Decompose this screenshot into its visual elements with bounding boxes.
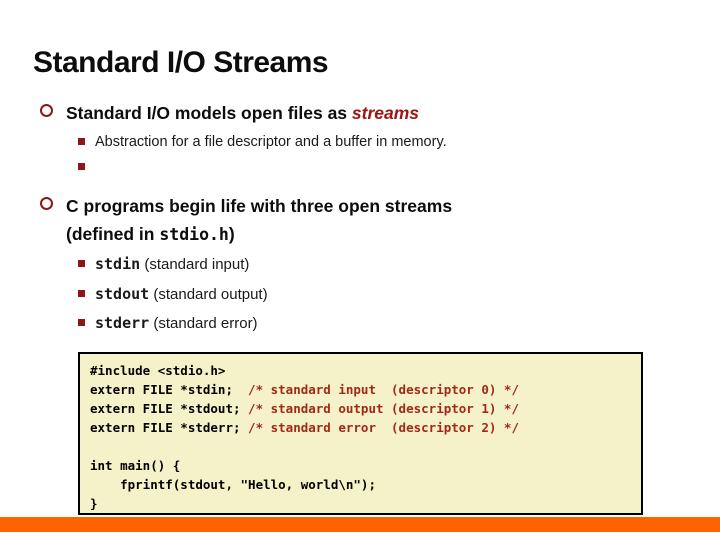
code-line: #include <stdio.h>: [90, 361, 636, 380]
stderr-desc: (standard error): [149, 315, 258, 332]
code-line: extern FILE *stdin; /* standard input (d…: [90, 380, 636, 399]
bullet2-line2-pre: (defined in: [66, 224, 160, 244]
square-bullet-icon: [78, 163, 85, 170]
subbullet-stdin: stdin (standard input): [78, 254, 678, 275]
bullet2-line2-post: ): [228, 224, 235, 244]
code-text: #include <stdio.h>: [90, 363, 226, 378]
bullet-text: Standard I/O models open files as stream…: [66, 99, 419, 127]
subbullet-text: stdout (standard output): [95, 284, 268, 305]
code-comment: /* standard output (descriptor 1) */: [248, 401, 519, 416]
code-line: int main() {: [90, 456, 636, 475]
subbullet-text: stderr (standard error): [95, 313, 258, 334]
code-comment: /* standard error (descriptor 2) */: [248, 420, 519, 435]
code-text: extern FILE *stdout;: [90, 401, 249, 416]
code-text: extern FILE *stderr;: [90, 420, 249, 435]
stdin-desc: (standard input): [140, 256, 250, 273]
code-comment: /* standard input (descriptor 0) */: [248, 382, 519, 397]
circle-bullet-icon: [40, 104, 53, 117]
code-text: }: [90, 496, 98, 511]
code-snippet-box: #include <stdio.h> extern FILE *stdin; /…: [78, 352, 643, 515]
subbullet-stdout: stdout (standard output): [78, 284, 678, 305]
bullet-text: C programs begin life with three open st…: [66, 192, 452, 249]
streams-emphasis: streams: [351, 103, 420, 123]
code-line: fprintf(stdout, "Hello, world\n");: [90, 475, 636, 494]
bullet-c-programs: C programs begin life with three open st…: [40, 192, 680, 249]
slide-title: Standard I/O Streams: [33, 46, 329, 79]
subbullet-stderr: stderr (standard error): [78, 313, 678, 334]
code-line: [90, 437, 636, 456]
bullet2-line1: C programs begin life with three open st…: [66, 196, 453, 216]
stderr-code: stderr: [95, 314, 150, 332]
square-bullet-icon: [78, 138, 85, 145]
subbullet-text: Abstraction for a file descriptor and a …: [95, 134, 447, 150]
subbullet-text: stdin (standard input): [95, 254, 249, 275]
subbullet-empty: [78, 157, 678, 170]
stdin-code: stdin: [95, 255, 141, 273]
stdout-desc: (standard output): [149, 286, 268, 303]
square-bullet-icon: [78, 319, 85, 326]
code-text: extern FILE *stdin;: [90, 382, 249, 397]
bottom-accent-bar: [0, 517, 720, 532]
code-text: int main() {: [90, 458, 181, 473]
code-line: extern FILE *stderr; /* standard error (…: [90, 418, 636, 437]
square-bullet-icon: [78, 260, 85, 267]
bullet-standard-io-models: Standard I/O models open files as stream…: [40, 99, 680, 127]
stdout-code: stdout: [95, 285, 150, 303]
square-bullet-icon: [78, 290, 85, 297]
subbullet-abstraction: Abstraction for a file descriptor and a …: [78, 132, 678, 152]
bullet1-text: Standard I/O models open files as: [66, 103, 352, 123]
code-line: }: [90, 494, 636, 513]
circle-bullet-icon: [40, 197, 53, 210]
stdio-h-inline-code: stdio.h: [159, 225, 229, 244]
code-text: fprintf(stdout, "Hello, world\n");: [90, 477, 376, 492]
code-line: extern FILE *stdout; /* standard output …: [90, 399, 636, 418]
